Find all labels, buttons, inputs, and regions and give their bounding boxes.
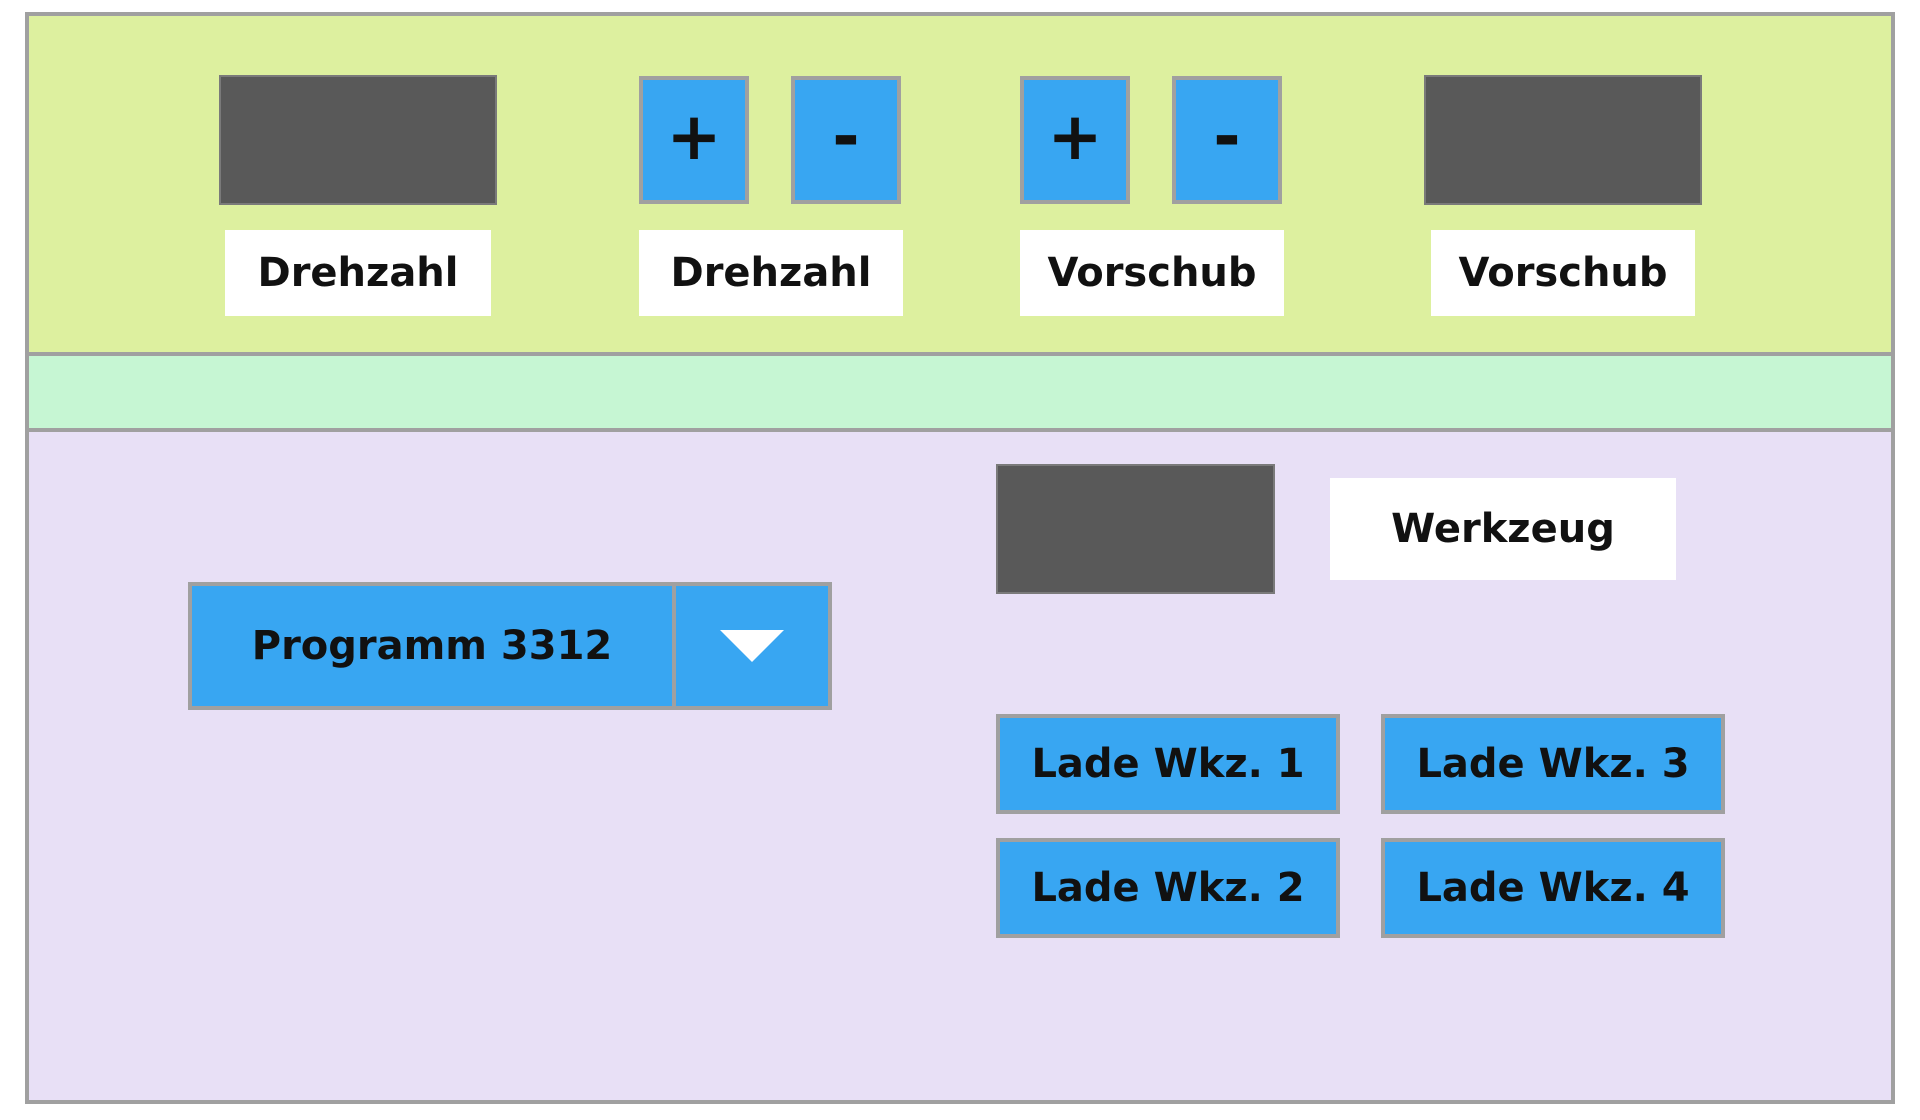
program-select-value: Programm 3312 (192, 586, 672, 706)
panel-divider-bottom (29, 428, 1891, 432)
plus-icon: + (666, 98, 722, 175)
speed-display-label: Drehzahl (225, 230, 491, 316)
feed-adjust-label: Vorschub (1020, 230, 1284, 316)
minus-icon: - (832, 98, 860, 175)
speed-increase-button[interactable]: + (639, 76, 749, 204)
program-select-toggle[interactable] (676, 586, 828, 706)
feed-decrease-button[interactable]: - (1172, 76, 1282, 204)
tool-label: Werkzeug (1330, 478, 1676, 580)
chevron-down-icon (720, 630, 784, 662)
panel-divider-top (29, 352, 1891, 356)
program-select[interactable]: Programm 3312 (188, 582, 832, 710)
window-frame (25, 12, 1895, 1104)
feed-display-label: Vorschub (1431, 230, 1695, 316)
load-tool-1-button[interactable]: Lade Wkz. 1 (996, 714, 1340, 814)
tool-display (996, 464, 1275, 594)
speed-adjust-label: Drehzahl (639, 230, 903, 316)
feed-increase-button[interactable]: + (1020, 76, 1130, 204)
load-tool-4-button[interactable]: Lade Wkz. 4 (1381, 838, 1725, 938)
load-tool-2-button[interactable]: Lade Wkz. 2 (996, 838, 1340, 938)
load-tool-3-button[interactable]: Lade Wkz. 3 (1381, 714, 1725, 814)
speed-decrease-button[interactable]: - (791, 76, 901, 204)
plus-icon: + (1047, 98, 1103, 175)
minus-icon: - (1213, 98, 1241, 175)
status-band (29, 356, 1891, 428)
speed-display (219, 75, 497, 205)
feed-display (1424, 75, 1702, 205)
